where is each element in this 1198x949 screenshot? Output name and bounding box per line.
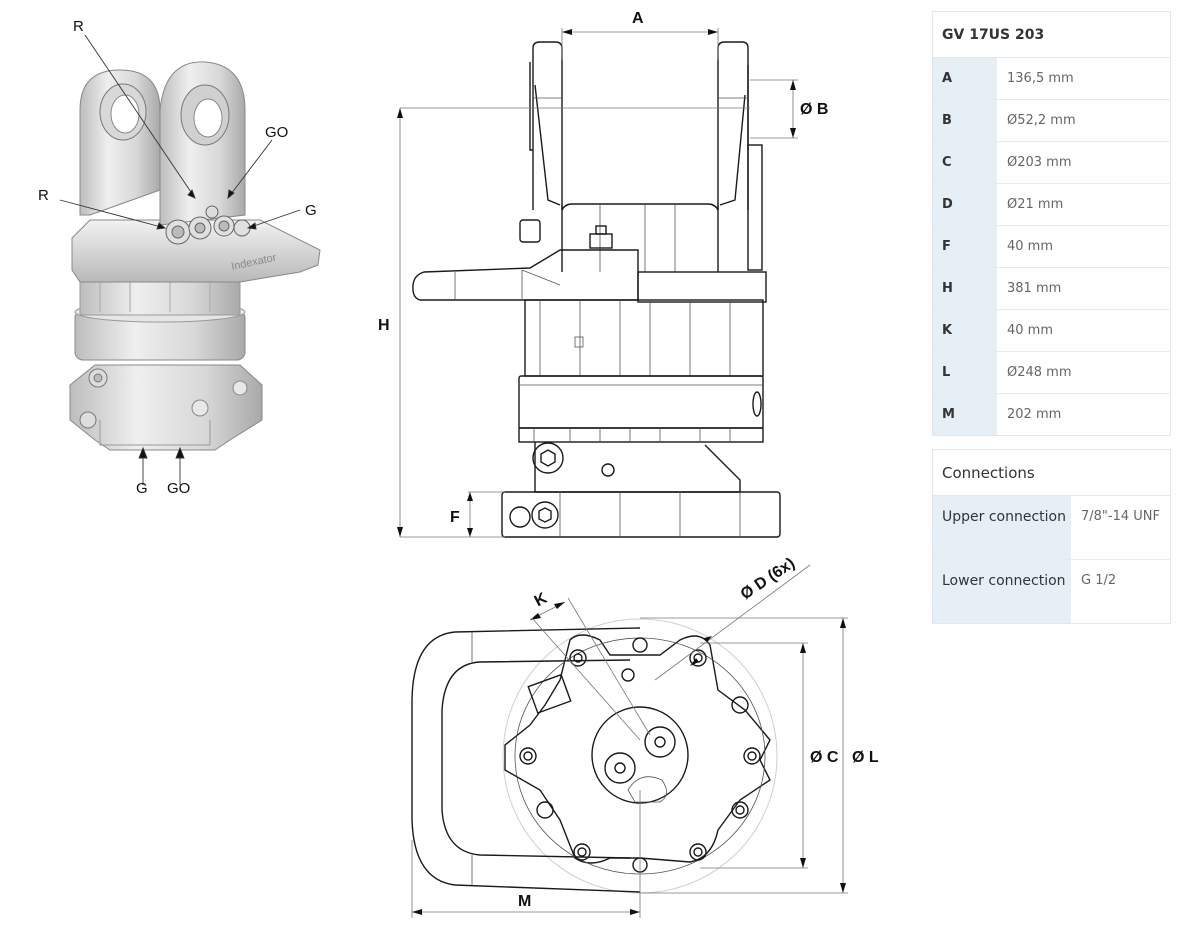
dim-f xyxy=(467,491,505,537)
dim-k xyxy=(529,597,651,741)
connections-table-title: Connections xyxy=(933,450,1170,496)
iso-lugs xyxy=(79,61,246,226)
dim-b xyxy=(750,79,798,139)
label-l: Ø L xyxy=(852,749,879,766)
side-motor-block xyxy=(524,299,764,377)
label-k: K xyxy=(532,590,551,611)
side-lug-left xyxy=(529,41,563,210)
side-valve-block xyxy=(501,442,781,538)
dim-d xyxy=(654,564,811,681)
iso-base-housing xyxy=(69,364,263,451)
callout-r-top: R xyxy=(73,18,84,35)
isometric-rotator-view: Indexator R GO R G G GO xyxy=(38,18,321,497)
iso-hydraulic-fittings xyxy=(165,205,251,245)
bottom-base-plate xyxy=(504,634,771,875)
label-m: M xyxy=(518,893,531,910)
dim-c xyxy=(700,642,808,869)
callout-go-top: GO xyxy=(265,124,288,141)
label-a: A xyxy=(632,10,644,27)
callout-g-bottom: G xyxy=(136,480,148,497)
dim-h xyxy=(397,107,750,538)
side-elevation-view: A Ø B H F xyxy=(378,10,828,538)
side-flange-plate xyxy=(412,219,767,303)
label-c: Ø C xyxy=(810,749,839,766)
side-gear-ring xyxy=(518,375,764,443)
side-lug-right xyxy=(717,41,763,271)
callout-g-side: G xyxy=(305,202,317,219)
bottom-plan-view: Ø C Ø L M K Ø D (6x) xyxy=(411,555,879,918)
dim-a xyxy=(561,28,719,60)
dim-l xyxy=(640,617,848,894)
iso-flange-plate: Indexator xyxy=(71,219,321,283)
callout-go-bottom: GO xyxy=(167,480,190,497)
bottom-bracket xyxy=(411,627,641,893)
side-upper-body xyxy=(561,203,719,272)
label-h: H xyxy=(378,317,390,334)
dimensions-table-title: GV 17US 203 xyxy=(933,12,1170,58)
callout-r-side: R xyxy=(38,187,49,204)
dim-m xyxy=(411,790,641,918)
label-b: Ø B xyxy=(800,101,828,118)
label-f: F xyxy=(450,509,460,526)
iso-callouts xyxy=(59,34,301,485)
